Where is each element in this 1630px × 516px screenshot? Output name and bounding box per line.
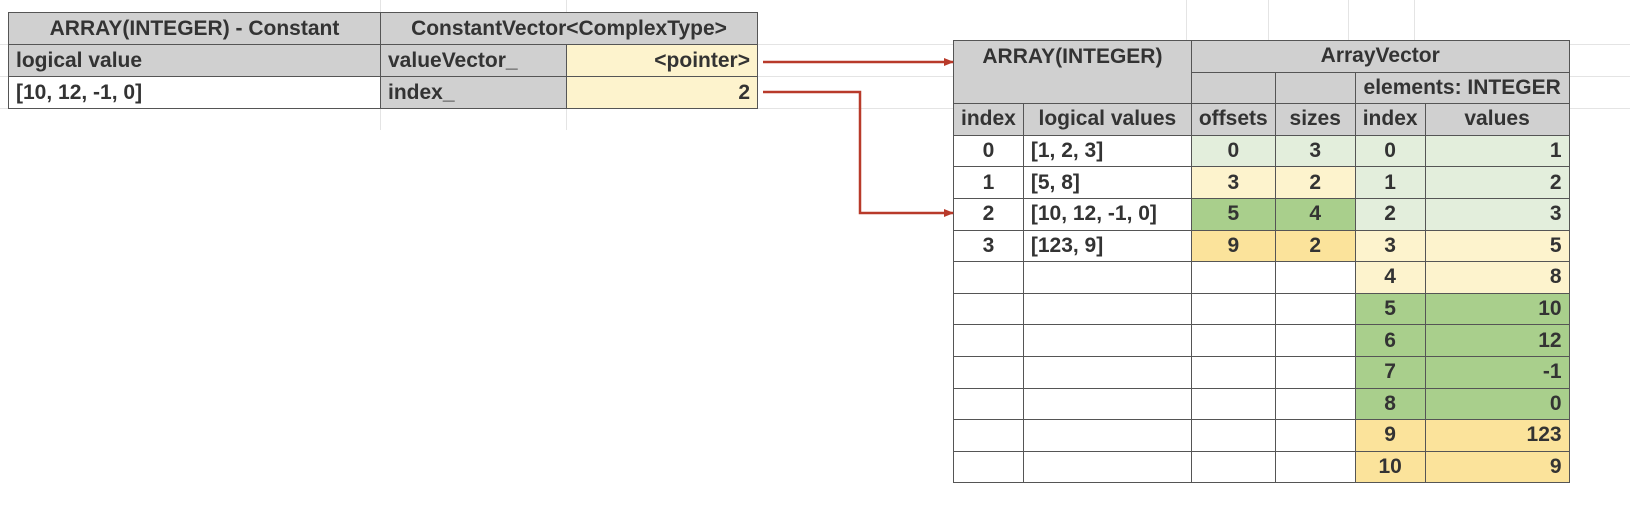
element-value: 123 [1424, 419, 1570, 452]
col-logical-values: logical values [1022, 103, 1192, 136]
grid-row-line [0, 108, 1630, 109]
element-index: 3 [1354, 229, 1426, 263]
row-index: 2 [953, 197, 1024, 231]
table-row: 5 10 [953, 292, 1570, 326]
row-size: 2 [1274, 166, 1356, 199]
row-offset: 9 [1190, 229, 1276, 263]
empty-cell [1274, 419, 1356, 452]
row-offset: 5 [1190, 197, 1276, 231]
row-logical-value: [10, 12, -1, 0] [1022, 197, 1192, 231]
value-vector-pointer: <pointer> [566, 44, 758, 77]
table-row: 4 8 [953, 261, 1570, 294]
col-sizes: sizes [1274, 103, 1356, 136]
row-index: 3 [953, 229, 1024, 263]
element-value: 1 [1424, 134, 1570, 168]
logical-value-label: logical value [8, 44, 381, 77]
array-vector-title: ArrayVector [1190, 40, 1570, 73]
grid-row-line [0, 76, 1630, 77]
empty-cell [953, 292, 1024, 326]
index-value: 2 [566, 76, 758, 109]
empty-cell [1022, 355, 1192, 389]
row-size: 2 [1274, 229, 1356, 263]
empty-cell [1274, 292, 1356, 326]
empty-cell [1190, 292, 1276, 326]
element-index: 7 [1354, 355, 1426, 389]
element-index: 5 [1354, 292, 1426, 326]
grid-row-line [0, 44, 1630, 45]
constant-logical-value: [10, 12, -1, 0] [8, 76, 381, 109]
index-field: index_ [380, 76, 567, 109]
element-index: 9 [1354, 419, 1426, 452]
empty-cell [1022, 261, 1192, 294]
row-offset: 3 [1190, 166, 1276, 199]
value-vector-field: valueVector_ [380, 44, 567, 77]
col-element-index: index [1354, 103, 1426, 136]
row-logical-value: [5, 8] [1022, 166, 1192, 199]
constant-vector-table: ARRAY(INTEGER) - Constant ConstantVector… [8, 12, 758, 109]
empty-cell [1022, 450, 1192, 484]
empty-cell [953, 261, 1024, 294]
empty-cell [1190, 324, 1276, 357]
constant-header: ARRAY(INTEGER) - Constant [8, 12, 381, 45]
element-index: 10 [1354, 450, 1426, 484]
empty-cell [1274, 324, 1356, 357]
array-vector-table: ARRAY(INTEGER) ArrayVector elements: INT… [953, 39, 1570, 484]
table-row: 9 123 [953, 419, 1570, 452]
element-index: 8 [1354, 387, 1426, 421]
element-index: 6 [1354, 324, 1426, 357]
grid-col-line [1268, 0, 1269, 40]
table-row: 10 9 [953, 450, 1570, 484]
element-value: -1 [1424, 355, 1570, 389]
elements-title: elements: INTEGER [1354, 71, 1570, 105]
element-value: 12 [1424, 324, 1570, 357]
grid-col-line [1186, 0, 1187, 40]
element-value: 2 [1424, 166, 1570, 199]
table-row: 7 -1 [953, 355, 1570, 389]
empty-cell [1190, 387, 1276, 421]
col-offsets: offsets [1190, 103, 1276, 136]
table-row: 2 [10, 12, -1, 0] 5 4 2 3 [953, 197, 1570, 231]
empty-cell [1274, 261, 1356, 294]
table-row: 8 0 [953, 387, 1570, 421]
constant-vector-header: ConstantVector<ComplexType> [380, 12, 758, 45]
table-row: 3 [123, 9] 9 2 3 5 [953, 229, 1570, 263]
empty-cell [1022, 387, 1192, 421]
element-value: 8 [1424, 261, 1570, 294]
row-index: 0 [953, 134, 1024, 168]
element-value: 9 [1424, 450, 1570, 484]
empty-cell [953, 387, 1024, 421]
element-value: 0 [1424, 387, 1570, 421]
empty-cell [953, 450, 1024, 484]
col-values: values [1424, 103, 1570, 136]
row-logical-value: [1, 2, 3] [1022, 134, 1192, 168]
empty-cell [1022, 292, 1192, 326]
element-index: 1 [1354, 166, 1426, 199]
grid-col-line [1414, 0, 1415, 40]
empty-cell [1190, 450, 1276, 484]
row-size: 4 [1274, 197, 1356, 231]
empty-cell [1274, 450, 1356, 484]
empty-cell [1190, 261, 1276, 294]
offsets-spacer [1190, 71, 1276, 105]
empty-cell [1274, 355, 1356, 389]
empty-cell [1022, 419, 1192, 452]
grid-col-line [1348, 0, 1349, 40]
index-arrow [763, 90, 954, 217]
array-title: ARRAY(INTEGER) [953, 39, 1192, 105]
element-value: 3 [1424, 197, 1570, 231]
